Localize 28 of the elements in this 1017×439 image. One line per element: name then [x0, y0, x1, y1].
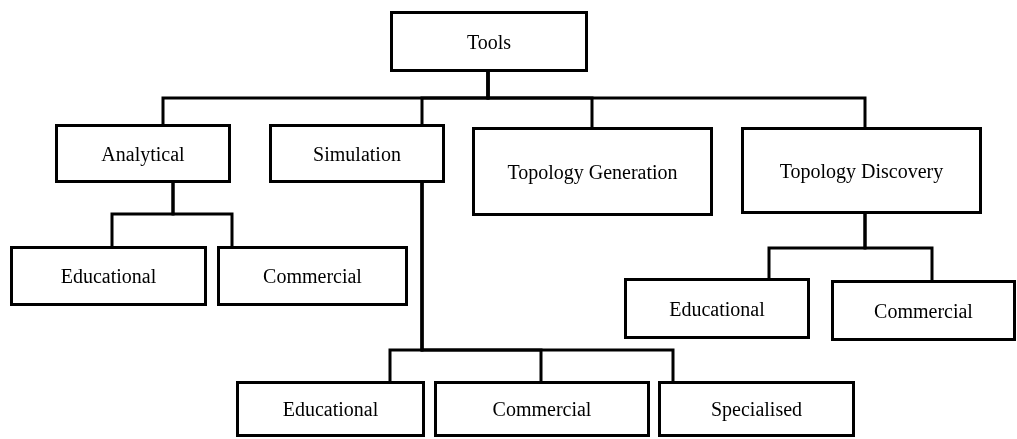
connector-line	[486, 72, 867, 127]
category-box	[55, 124, 231, 183]
box-label: Analytical	[101, 141, 185, 167]
category-box	[434, 381, 650, 437]
category-box	[269, 124, 445, 183]
category-box	[831, 280, 1016, 341]
box-label: Educational	[60, 264, 157, 289]
connector-line	[863, 214, 934, 280]
box-label: Topology Discovery	[779, 158, 944, 184]
box-label: Simulation	[313, 141, 401, 167]
box-label: Commercial	[263, 264, 362, 289]
box-label: Educational	[282, 397, 379, 422]
category-box	[658, 381, 855, 437]
category-box	[741, 127, 982, 214]
category-box	[472, 127, 713, 216]
connector-line	[420, 183, 675, 381]
connector-line	[171, 183, 234, 246]
category-box	[217, 246, 408, 306]
category-box	[624, 278, 810, 339]
category-box	[10, 246, 207, 306]
box-label: Specialised	[710, 397, 803, 422]
box-label: Tools	[466, 29, 512, 55]
box-label: Educational	[669, 296, 765, 322]
box-label: Commercial	[492, 397, 592, 422]
box-label: Commercial	[874, 298, 973, 324]
category-box	[236, 381, 425, 437]
category-box	[390, 11, 588, 72]
box-label: Topology Generation	[507, 159, 678, 185]
